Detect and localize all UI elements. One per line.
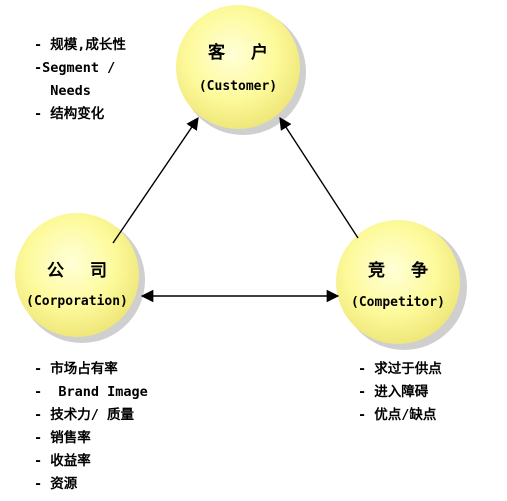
list-item: - 优点/缺点 — [358, 407, 437, 423]
customer-subtitle: (Customer) — [199, 79, 277, 94]
company-circle — [15, 213, 139, 337]
competitor-factors-list: - 求过于供点 - 进入障碍 - 优点/缺点 — [358, 358, 442, 427]
list-item: -Segment / — [34, 60, 116, 76]
list-item: - 进入障碍 — [358, 384, 429, 400]
customer-circle — [176, 5, 300, 129]
list-item: - 规模,成长性 — [34, 37, 126, 53]
customer-factors-list: - 规模,成长性 -Segment / Needs - 结构变化 — [34, 34, 126, 126]
list-item: - 技术力/ 质量 — [34, 407, 135, 423]
arrow-company-to-customer — [112, 116, 199, 244]
customer-title: 客 户 — [207, 42, 278, 63]
list-item: - 求过于供点 — [358, 361, 442, 377]
list-item: - 结构变化 — [34, 106, 105, 122]
list-item: - 销售率 — [34, 430, 91, 446]
company-title: 公 司 — [47, 261, 117, 281]
list-item: Needs — [34, 83, 91, 99]
list-item: - 市场占有率 — [34, 361, 118, 377]
company-subtitle: (Corporation) — [26, 294, 128, 309]
list-item: - Brand Image — [34, 384, 148, 400]
company-factors-list: - 市场占有率 - Brand Image - 技术力/ 质量 - 销售率 - … — [34, 358, 148, 496]
list-item: - 资源 — [34, 476, 78, 492]
competitor-title: 竞 争 — [368, 260, 438, 281]
competitor-subtitle: (Competitor) — [351, 295, 445, 310]
arrow-competitor-to-customer — [279, 116, 359, 239]
list-item: - 收益率 — [34, 453, 91, 469]
competitor-circle — [336, 220, 460, 344]
